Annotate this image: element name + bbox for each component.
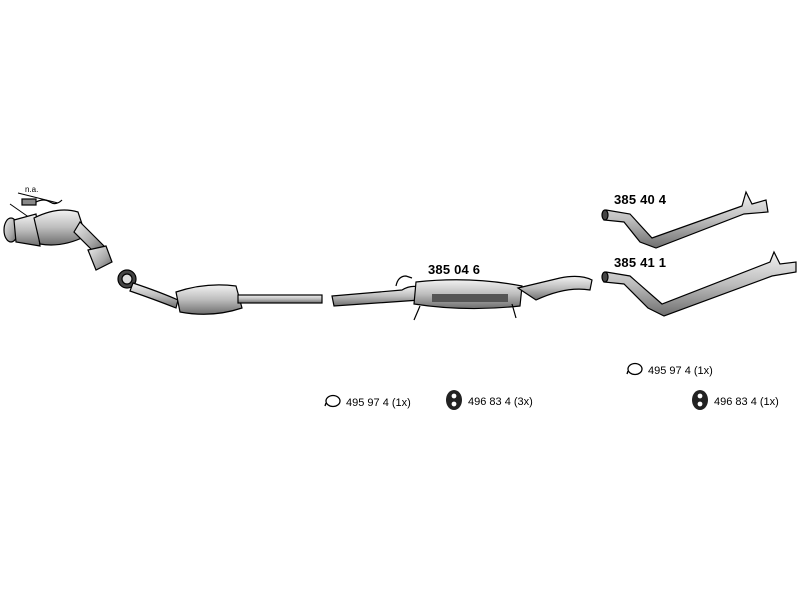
part-number-rear-silencer: 385 04 6: [428, 262, 481, 277]
accessory-clamp-right: 495 97 4 (1x): [626, 362, 713, 379]
rubber-mount-icon: [444, 388, 464, 415]
silencer-outlet-pipe: [516, 275, 593, 301]
intermediate-pipe: [237, 294, 323, 304]
clamp-ring-icon: [324, 394, 342, 411]
tailpipe-lower: [601, 250, 797, 317]
silencer-inlet-pipe: [331, 285, 423, 307]
clamp-ring-icon: [626, 362, 644, 379]
accessory-rubber-right-label: 496 83 4 (1x): [714, 395, 779, 408]
accessory-rubber-right: 496 83 4 (1x): [690, 388, 779, 415]
part-number-tailpipe-upper: 385 40 4: [614, 192, 667, 207]
accessory-clamp-left: 495 97 4 (1x): [324, 394, 411, 411]
accessory-clamp-left-label: 495 97 4 (1x): [346, 396, 411, 409]
oxygen-sensor: [9, 192, 63, 219]
not-available-note: n.a.: [25, 185, 39, 194]
flex-joint: [87, 245, 113, 271]
accessory-rubber-left: 496 83 4 (3x): [444, 388, 533, 415]
front-catalytic-assembly: [3, 192, 323, 315]
accessory-clamp-right-label: 495 97 4 (1x): [648, 364, 713, 377]
rear-silencer-assembly: [331, 275, 593, 321]
accessory-rubber-left-label: 496 83 4 (3x): [468, 395, 533, 408]
rubber-mount-icon: [690, 388, 710, 415]
part-number-tailpipe-lower: 385 41 1: [614, 255, 667, 270]
tailpipe-upper: [601, 190, 769, 249]
main-catalytic-converter: [175, 284, 243, 315]
